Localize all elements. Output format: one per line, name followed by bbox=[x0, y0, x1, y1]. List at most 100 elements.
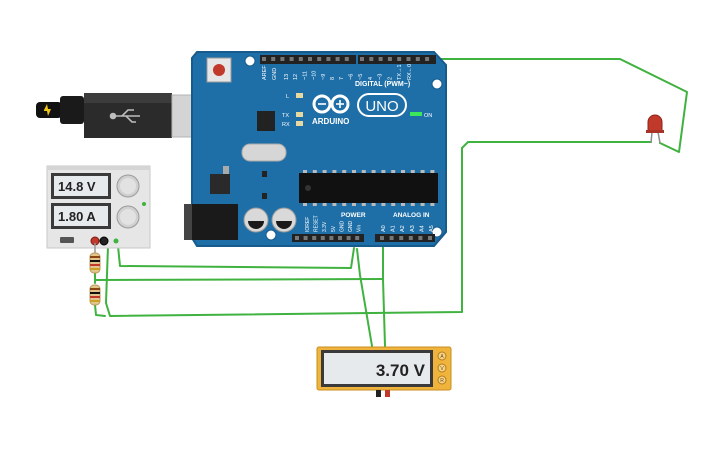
digital-pin-label: 4 bbox=[368, 77, 374, 80]
led-l-label: L bbox=[286, 94, 289, 100]
header-pin[interactable] bbox=[418, 236, 423, 240]
power-switch[interactable] bbox=[60, 237, 74, 243]
header-pin[interactable] bbox=[271, 57, 276, 61]
header-pin[interactable] bbox=[289, 57, 294, 61]
header-pin[interactable] bbox=[312, 236, 317, 240]
led-l bbox=[296, 93, 303, 98]
header-pin[interactable] bbox=[428, 236, 432, 240]
header-pin[interactable] bbox=[329, 236, 334, 240]
led-rx bbox=[296, 121, 303, 126]
header-pin[interactable] bbox=[303, 236, 308, 240]
power-pin-label: IOREF bbox=[305, 217, 311, 232]
led-tx-label: TX bbox=[282, 113, 289, 119]
power-on-label: ON bbox=[424, 113, 432, 119]
mounting-hole bbox=[244, 55, 256, 67]
usb-cable[interactable] bbox=[36, 93, 207, 138]
probe-black[interactable] bbox=[376, 390, 381, 397]
header-pin[interactable] bbox=[308, 57, 312, 61]
reset-button-cap[interactable] bbox=[213, 64, 225, 76]
uno-badge bbox=[357, 93, 407, 117]
wire-a0-to-meter[interactable] bbox=[382, 278, 386, 347]
power-pin-label: GND bbox=[348, 221, 354, 233]
digital-pin-label: RX←0 bbox=[407, 64, 413, 80]
led-tx bbox=[296, 112, 303, 117]
wire-pin13-to-led[interactable] bbox=[351, 58, 688, 153]
wires[interactable] bbox=[94, 58, 688, 347]
header-pin[interactable] bbox=[387, 57, 392, 61]
digital-pin-label: ~5 bbox=[358, 74, 364, 80]
header-pin[interactable] bbox=[346, 236, 351, 240]
header-pin[interactable] bbox=[298, 57, 303, 61]
voltage-regulator bbox=[210, 174, 230, 194]
wire-supply-to-5v[interactable] bbox=[117, 245, 355, 269]
digital-pin-label: 8 bbox=[330, 77, 336, 80]
mounting-hole bbox=[265, 229, 277, 241]
header-pin[interactable] bbox=[335, 57, 340, 61]
digital-pin-label: ~10 bbox=[312, 71, 318, 80]
header-pin[interactable] bbox=[380, 236, 384, 240]
wire-resistor-to-a0[interactable] bbox=[95, 245, 384, 281]
mode-amps-button[interactable] bbox=[437, 351, 447, 361]
header-pin[interactable] bbox=[360, 57, 364, 61]
header-pin[interactable] bbox=[425, 57, 430, 61]
header-pin[interactable] bbox=[320, 236, 325, 240]
mode-ohms-button[interactable] bbox=[437, 375, 447, 385]
led-body[interactable] bbox=[647, 114, 663, 133]
mode-volts-button[interactable] bbox=[437, 363, 447, 373]
header-pin[interactable] bbox=[399, 236, 404, 240]
header-pin[interactable] bbox=[317, 57, 322, 61]
header-pin[interactable] bbox=[415, 57, 420, 61]
led-leg-anode bbox=[657, 131, 661, 144]
usb-icon bbox=[109, 109, 140, 123]
header-pin[interactable] bbox=[326, 57, 331, 61]
wire-led-to-supply[interactable] bbox=[105, 141, 652, 317]
multimeter[interactable]: 3.70 V A V R bbox=[316, 346, 452, 397]
header-pin[interactable] bbox=[408, 236, 413, 240]
wire-resistor-bottom[interactable] bbox=[94, 304, 106, 317]
power-pin-label: Vin bbox=[357, 225, 363, 232]
header-pin[interactable] bbox=[355, 236, 360, 240]
terminal-ground[interactable] bbox=[113, 238, 119, 244]
lightning-icon bbox=[44, 104, 51, 116]
analog-pin-label: A2 bbox=[400, 225, 406, 232]
power-pin-label: RESET bbox=[314, 215, 320, 232]
power-header-label: POWER bbox=[341, 212, 366, 219]
header-analog bbox=[375, 234, 435, 242]
bottom-header-pins[interactable] bbox=[295, 236, 432, 240]
header-pin[interactable] bbox=[280, 57, 285, 61]
terminal-negative[interactable] bbox=[99, 236, 109, 246]
header-pin[interactable] bbox=[397, 57, 402, 61]
resistor-top[interactable] bbox=[89, 243, 101, 274]
mode-ohms-label: R bbox=[440, 378, 444, 384]
header-pin[interactable] bbox=[338, 236, 342, 240]
led-rx-label: RX bbox=[282, 122, 290, 128]
digital-header-pins[interactable] bbox=[262, 57, 430, 61]
dc-power-jack bbox=[184, 204, 238, 240]
probe-red[interactable] bbox=[385, 390, 390, 397]
header-pin[interactable] bbox=[378, 57, 383, 61]
header-pin[interactable] bbox=[295, 236, 299, 240]
power-supply[interactable]: 14.8 V 1.80 A bbox=[46, 165, 151, 249]
header-pin[interactable] bbox=[344, 57, 349, 61]
header-pin[interactable] bbox=[406, 57, 411, 61]
voltage-display bbox=[54, 176, 108, 196]
usb-cable-strain bbox=[60, 96, 84, 124]
analog-pin-label: A1 bbox=[391, 225, 397, 232]
mode-amps-label: A bbox=[440, 354, 444, 360]
analog-pin-label: A3 bbox=[410, 225, 416, 232]
digital-pin-label: ~9 bbox=[321, 74, 327, 80]
red-led[interactable] bbox=[646, 114, 664, 144]
arduino-brand-label: ARDUINO bbox=[312, 117, 349, 126]
digital-pin-label: 7 bbox=[339, 77, 345, 80]
analog-pin-label: A5 bbox=[429, 225, 435, 232]
header-pin[interactable] bbox=[262, 57, 266, 61]
header-pin[interactable] bbox=[369, 57, 374, 61]
analog-pin-label: A0 bbox=[381, 225, 387, 232]
header-pin[interactable] bbox=[389, 236, 394, 240]
resistor-bottom[interactable] bbox=[89, 284, 101, 306]
wire-gnd-to-meter[interactable] bbox=[356, 248, 373, 347]
